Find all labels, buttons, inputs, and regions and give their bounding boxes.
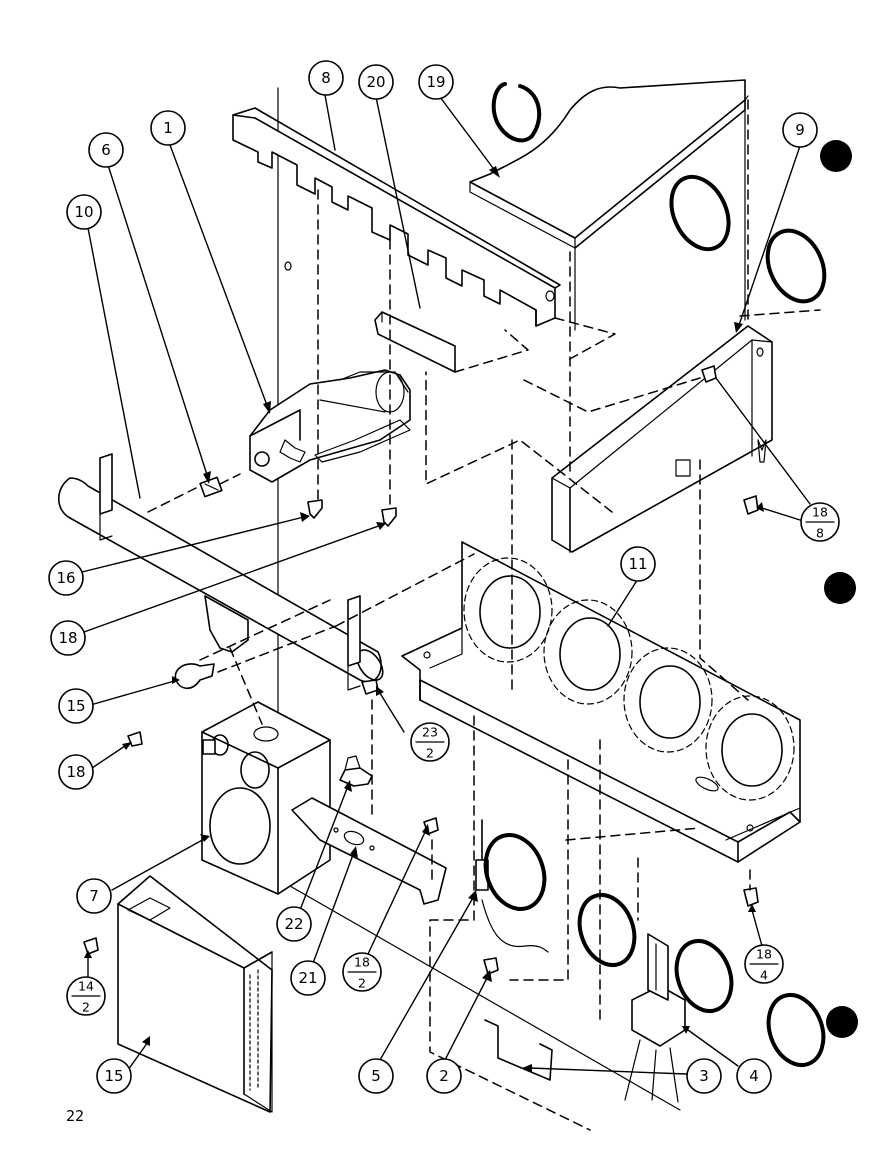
part-1-burner-assembly (249, 369, 411, 483)
callout-21-label: 21 (298, 969, 317, 987)
callout-3: 3 (686, 1058, 722, 1094)
callout-18-a: 18 (50, 620, 86, 656)
part-15-control-box (117, 875, 273, 1113)
callout-5-label: 5 (371, 1067, 381, 1085)
fraction-23-2-top: 23 (422, 725, 438, 740)
callout-1-label: 1 (163, 119, 173, 137)
callout-11: 11 (620, 546, 656, 582)
callout-11-label: 11 (628, 555, 647, 573)
part-21-mounting-plate (291, 797, 447, 905)
gasket-ring-top-1 (491, 82, 542, 143)
part-6-fitting (199, 476, 223, 498)
gasket-ring-top-2 (669, 174, 731, 252)
callout-5: 5 (358, 1058, 394, 1094)
callout-7-label: 7 (89, 887, 99, 905)
part-22-clip (339, 755, 373, 787)
fraction-18-2-top: 18 (354, 955, 370, 970)
callout-15-clamp-label: 15 (66, 697, 85, 715)
part-7-gas-valve (201, 701, 331, 895)
callout-21: 21 (290, 960, 326, 996)
callout-22: 22 (276, 906, 312, 942)
registration-dot-bottom (826, 1006, 858, 1038)
fraction-23-2-bottom: 2 (426, 746, 434, 761)
fraction-callout-23-2: 23 2 (410, 722, 450, 762)
part-19-top-cover (469, 79, 749, 331)
callout-16: 16 (48, 560, 84, 596)
callout-16-label: 16 (56, 569, 75, 587)
callout-15-clamp: 15 (58, 688, 94, 724)
callout-18-a-label: 18 (58, 629, 77, 647)
callout-7: 7 (76, 878, 112, 914)
callout-8: 8 (308, 60, 344, 96)
gasket-ring-lower-4 (766, 993, 826, 1067)
gasket-ring-top-3 (765, 228, 827, 304)
callout-2: 2 (426, 1058, 462, 1094)
assembly-dashed-lines (147, 99, 821, 1131)
part-9-side-bracket (551, 325, 773, 553)
part-4-igniter (624, 933, 686, 1103)
part-8-stepped-bracket (232, 107, 561, 327)
callout-9: 9 (782, 112, 818, 148)
fraction-18-8-bottom: 8 (816, 526, 824, 541)
fraction-14-2-top: 14 (78, 979, 94, 994)
callout-4: 4 (736, 1058, 772, 1094)
callout-15: 15 (96, 1058, 132, 1094)
callout-19-label: 19 (426, 73, 445, 91)
callout-4-label: 4 (749, 1067, 759, 1085)
callout-6-label: 6 (101, 141, 111, 159)
callout-10-label: 10 (74, 203, 93, 221)
part-5-electrode (475, 819, 549, 953)
fraction-callout-18-8: 18 8 (800, 502, 840, 542)
part-3-bracket (484, 1019, 553, 1081)
gasket-ring-lower-2 (577, 893, 637, 967)
guide-line (289, 885, 681, 1111)
callout-2-label: 2 (439, 1067, 449, 1085)
fraction-18-4-bottom: 4 (760, 968, 768, 983)
fraction-callout-18-2: 18 2 (342, 952, 382, 992)
callout-9-label: 9 (795, 121, 805, 139)
panel-hole (284, 261, 292, 271)
callout-8-label: 8 (321, 69, 331, 87)
callout-15-label: 15 (104, 1067, 123, 1085)
gasket-ring-lower-1 (483, 833, 547, 911)
fraction-18-8-top: 18 (812, 505, 828, 520)
callout-10: 10 (66, 194, 102, 230)
callout-18-b: 18 (58, 754, 94, 790)
gasket-ring-lower-3 (674, 939, 734, 1013)
callout-20: 20 (358, 64, 394, 100)
part-11-burner-tray (401, 541, 801, 863)
callout-6: 6 (88, 132, 124, 168)
callout-20-label: 20 (366, 73, 385, 91)
callout-1: 1 (150, 110, 186, 146)
part-20-small-bracket (374, 311, 456, 373)
registration-dot-top (820, 140, 852, 172)
page-number: 22 (66, 1107, 85, 1125)
fraction-18-2-bottom: 2 (358, 976, 366, 991)
callout-3-label: 3 (699, 1067, 709, 1085)
part-10-manifold-pipe (57, 453, 384, 691)
callout-18-b-label: 18 (66, 763, 85, 781)
registration-dot-middle (824, 572, 856, 604)
fraction-14-2-bottom: 2 (82, 1000, 90, 1015)
fraction-callout-18-4: 18 4 (744, 944, 784, 984)
leader-lines (81, 94, 811, 1075)
fraction-callout-14-2: 14 2 (66, 976, 106, 1016)
callout-22-label: 22 (284, 915, 303, 933)
fraction-18-4-top: 18 (756, 947, 772, 962)
callout-19: 19 (418, 64, 454, 100)
